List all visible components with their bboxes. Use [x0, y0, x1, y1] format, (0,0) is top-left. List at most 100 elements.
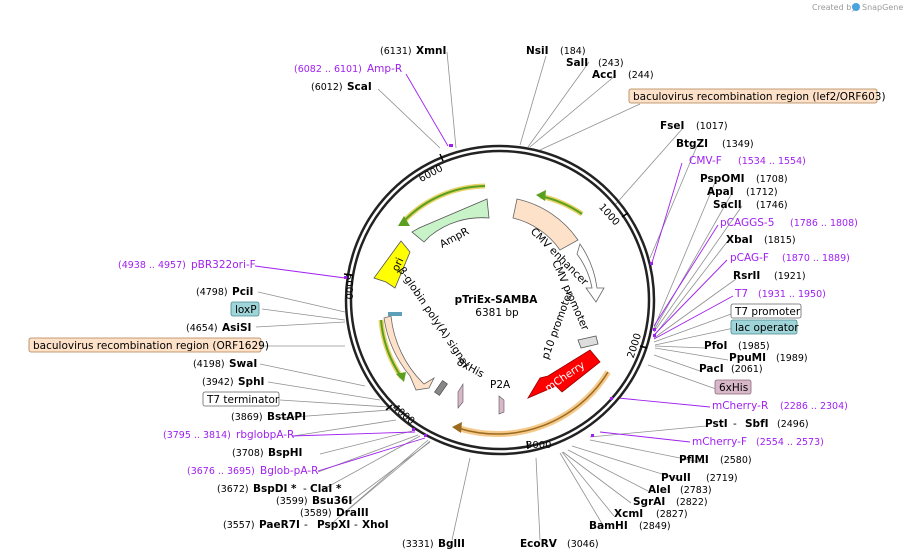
site-bsu36i: Bsu36I: [312, 495, 352, 507]
pos-xcmi: (2827): [656, 509, 688, 520]
orf-mcherry-highlight: [457, 370, 611, 437]
site-clai: ClaI *: [310, 483, 342, 495]
backbone-outer: [344, 144, 656, 456]
site-pspxi: PspXI: [317, 519, 350, 531]
site-xcmi: XcmI: [614, 508, 643, 520]
pos-mcherry-f: (2554 .. 2573): [756, 437, 824, 448]
primer-pcaggs5: pCAGGS-5: [720, 217, 774, 229]
pos-t7: (1931 .. 1950): [758, 289, 826, 300]
site-bglii: BglII: [438, 538, 465, 550]
feature-box-loxp: [230, 301, 260, 317]
plasmid-name: pTriEx-SAMBA: [455, 294, 539, 306]
feature-box-t7-promoter: [730, 303, 802, 319]
feature-p2a: [498, 395, 505, 415]
label-bac-lef2: baculovirus recombination region (lef2/O…: [633, 91, 886, 103]
site-pvuii: PvuII: [661, 472, 691, 484]
site-rsrii: RsrII: [733, 270, 760, 282]
pos-pbr322ori-f: (4938 .. 4957): [118, 260, 186, 271]
label-p2a: P2A: [490, 379, 511, 391]
feature-bglobin: [383, 315, 435, 391]
pos-rsrii: (1921): [774, 271, 806, 282]
pos-scai: (6012): [311, 82, 343, 93]
feature-box-bac-orf1629: [28, 337, 262, 353]
orf-enhancer-arrowhead: [536, 190, 546, 201]
pos-paci: (2061): [731, 364, 763, 375]
label-loxp: loxP: [235, 304, 257, 316]
primer-pcag-f: pCAG-F: [730, 252, 769, 264]
feature-box-bac-lef2: [628, 88, 878, 104]
pos-bspdi: (3672): [217, 484, 249, 495]
label-ampr: AmpR: [438, 225, 471, 250]
primer-mcherry-f: mCherry-F: [692, 436, 747, 448]
site-draiii: DraIII: [336, 507, 369, 519]
orf-bglobin-arrowhead: [396, 372, 406, 382]
feature-mcherry: [527, 349, 601, 399]
plasmid-length: 6381 bp: [475, 307, 519, 319]
orf-mcherry-arrow: [457, 371, 609, 435]
primer-t7: T7: [734, 288, 748, 300]
site-fsei: FseI: [660, 120, 684, 132]
pos-pfoi: (1985): [738, 341, 770, 352]
pos-paer7i: (3557): [223, 520, 255, 531]
svg-text:-: -: [304, 519, 308, 531]
orf-ampr-arrowhead: [398, 216, 410, 226]
primer-leader-lines: [254, 73, 734, 472]
pos-bsu36i: (3599): [276, 496, 308, 507]
site-pflmi: PflMI: [679, 454, 709, 466]
pos-amp-r: (6082 .. 6101): [294, 64, 362, 75]
site-pfoi: PfoI: [704, 340, 727, 352]
pos-bstapi: (3869): [231, 412, 263, 423]
feature-box-lac-operator: [730, 319, 798, 335]
pos-asisi: (4654): [186, 323, 218, 334]
label-ori: ori: [390, 256, 407, 273]
pos-cmv-f: (1534 .. 1554): [738, 156, 806, 167]
pos-sali: (243): [598, 58, 624, 69]
site-psti: PstI: [705, 418, 728, 430]
site-acci: AccI: [592, 69, 616, 81]
pos-bglob-pa-r: (3676 .. 3695): [187, 466, 255, 477]
pos-acci: (244): [628, 70, 654, 81]
svg-text:-: -: [354, 519, 358, 531]
label-t7-promoter: T7 promoter: [734, 306, 801, 318]
feature-cmv-enhancer: [512, 198, 579, 251]
separator-psti-sbfi: -: [733, 418, 737, 430]
pos-pspomi: (1708): [756, 174, 788, 185]
pos-sacii: (1746): [756, 200, 788, 211]
pos-bsphi: (3708): [232, 448, 264, 459]
tick-label-5000: 5000: [343, 274, 354, 299]
feature-small-box: [434, 380, 448, 396]
site-bstapi: BstAPI: [267, 411, 306, 423]
pos-psti-sbfi: (2496): [777, 419, 809, 430]
feature-box-6xhis: [714, 379, 752, 395]
site-bspdi: BspDI *: [253, 483, 297, 495]
label-6xhis: 6xHis: [719, 382, 748, 394]
snapgene-logo-icon: [852, 3, 860, 11]
primer-bglob-pa-r: Bglob-pA-R: [260, 465, 318, 477]
pos-xbai: (1815): [764, 235, 796, 246]
created-by-text: Created by: [812, 3, 856, 12]
site-ecorv: EcoRV: [520, 538, 558, 550]
pos-mcherry-r: (2286 .. 2304): [780, 401, 848, 412]
orf-mcherry-arrowhead: [452, 422, 462, 433]
tick-label-4000: 4000: [390, 403, 417, 428]
label-p10-promoter: p10 promoter: [540, 289, 576, 361]
primer-rbglobpa-r: rbglobpA-R: [236, 429, 294, 441]
site-apai: ApaI: [707, 186, 734, 198]
pos-alei: (2783): [680, 485, 712, 496]
primer-amp-r: Amp-R: [367, 63, 402, 75]
primer-pbr322ori-f: pBR322ori-F: [191, 259, 256, 271]
pos-ppumi: (1989): [776, 353, 808, 364]
feature-cmv-promoter: [576, 243, 605, 303]
feature-loxp-marker: [388, 312, 402, 316]
pos-pcaggs5: (1786 .. 1808): [790, 218, 858, 229]
site-bamhi: BamHI: [589, 520, 628, 532]
site-sali: SalI: [566, 57, 588, 69]
label-bglobin: β-globin poly(A) signal: [396, 265, 472, 370]
pos-apai: (1712): [746, 187, 778, 198]
feature-8xhis: [457, 382, 464, 409]
pos-bamhi: (2849): [639, 521, 671, 532]
site-scai: ScaI: [347, 81, 372, 93]
feature-p10-promoter: [577, 335, 599, 349]
